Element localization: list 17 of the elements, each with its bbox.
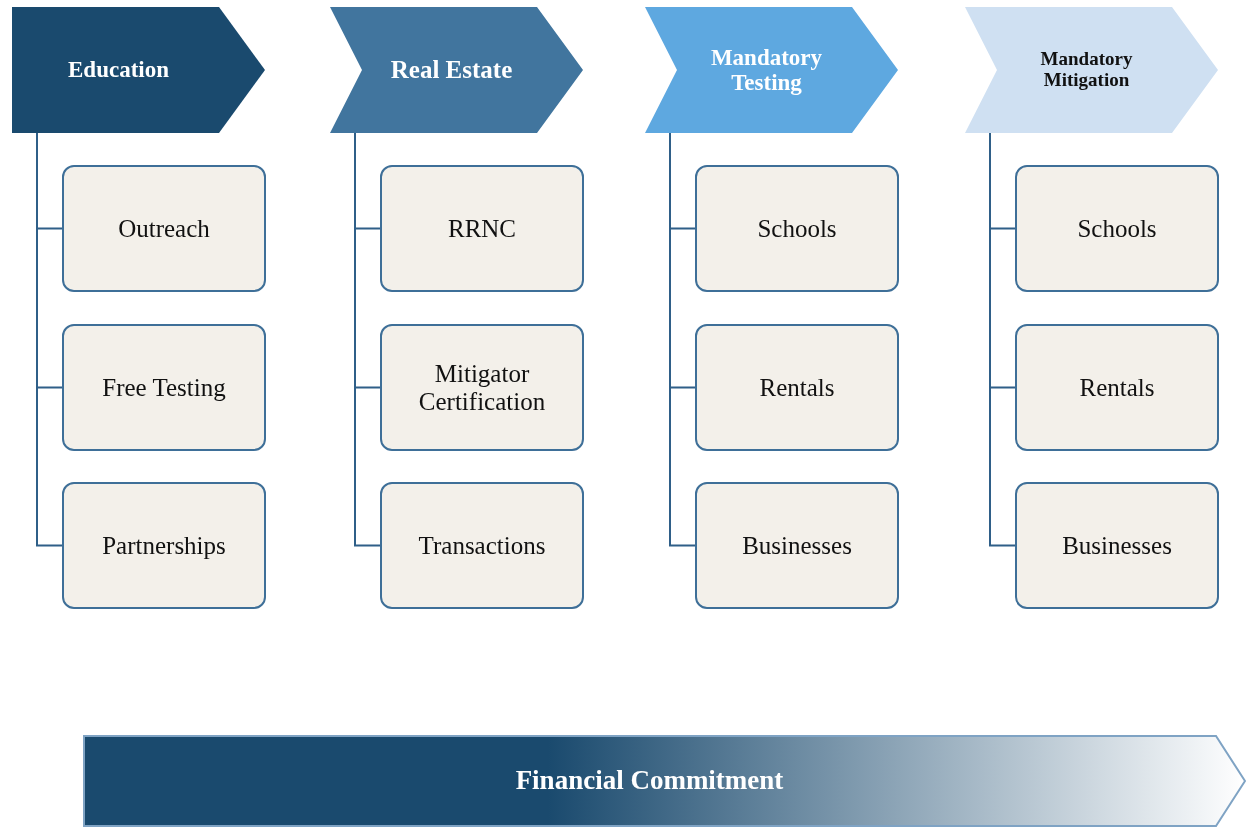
item-box: Businesses [1015, 482, 1219, 609]
stage-label: Education [67, 57, 170, 83]
item-box: Rentals [1015, 324, 1219, 451]
stage-label: Mandatory Testing [709, 44, 824, 96]
item-box: Partnerships [62, 482, 266, 609]
arrow-label: Financial Commitment [514, 766, 785, 796]
item-box: Businesses [695, 482, 899, 609]
stage-label: Mandatory Mitigation [1039, 49, 1134, 91]
item-box: Schools [1015, 165, 1219, 292]
item-box: Rentals [695, 324, 899, 451]
item-box: Mitigator Certification [380, 324, 584, 451]
item-box: Schools [695, 165, 899, 292]
item-box: RRNC [380, 165, 584, 292]
item-box: Transactions [380, 482, 584, 609]
item-box: Outreach [62, 165, 266, 292]
item-box: Free Testing [62, 324, 266, 451]
stage-label: Real Estate [389, 56, 514, 84]
